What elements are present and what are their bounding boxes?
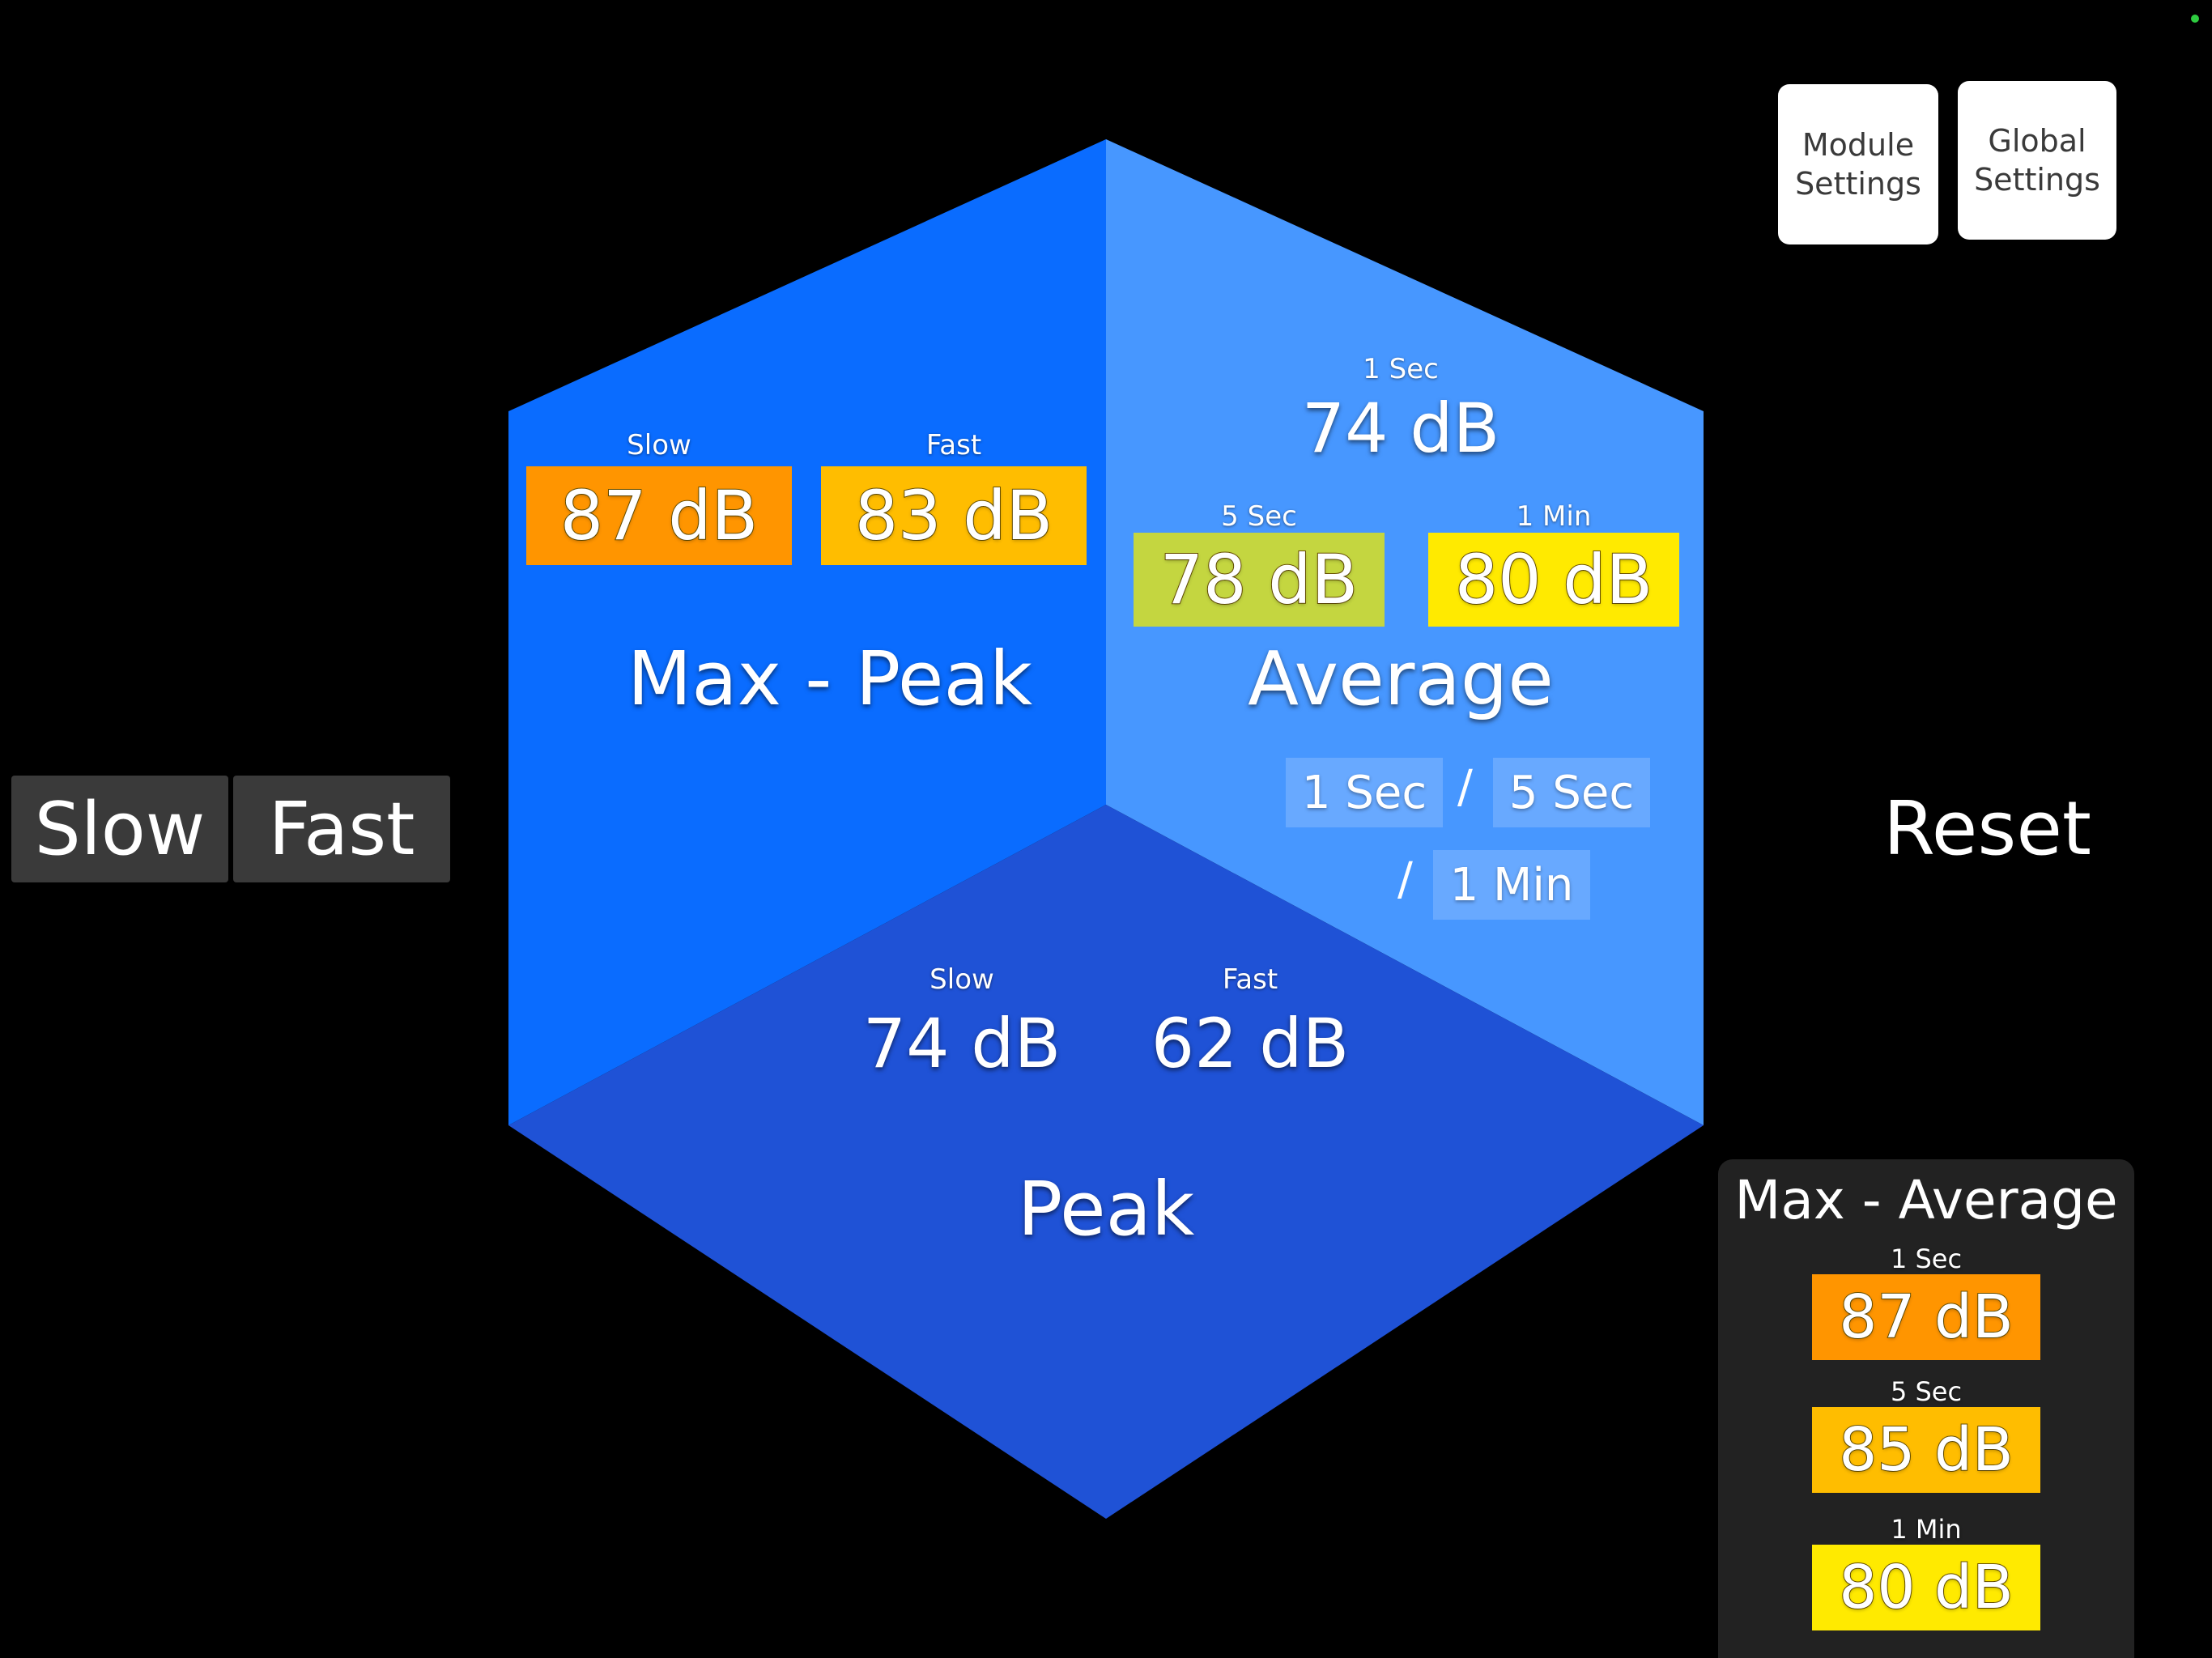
- average-toggle-1min[interactable]: 1 Min: [1433, 850, 1590, 920]
- max-peak-slow-meter: 87 dB: [526, 466, 792, 565]
- max-peak-title: Max - Peak: [627, 636, 1033, 722]
- peak-slow-label: Slow: [929, 963, 994, 996]
- average-1sec-label: 1 Sec: [1363, 353, 1439, 385]
- max-average-1min-label: 1 Min: [1891, 1514, 1962, 1545]
- module-settings-button[interactable]: Module Settings: [1778, 84, 1938, 244]
- max-average-1min-meter: 80 dB: [1812, 1545, 2040, 1630]
- average-toggle-separator: /: [1397, 853, 1413, 906]
- reset-button[interactable]: Reset: [1883, 785, 2091, 872]
- average-face: [1106, 139, 1704, 1125]
- max-average-1sec-meter: 87 dB: [1812, 1274, 2040, 1360]
- peak-fast-value: 62 dB: [1151, 1004, 1350, 1083]
- average-5sec-meter: 78 dB: [1134, 533, 1385, 627]
- average-1min-meter: 80 dB: [1428, 533, 1679, 627]
- peak-slow-value: 74 dB: [862, 1004, 1061, 1083]
- max-peak-face: [508, 139, 1106, 1125]
- average-1min-label: 1 Min: [1516, 500, 1592, 533]
- global-settings-button[interactable]: Global Settings: [1958, 81, 2116, 240]
- module-settings-label: Module Settings: [1795, 127, 1921, 202]
- slow-mode-button[interactable]: Slow: [11, 776, 228, 882]
- average-title: Average: [1248, 636, 1554, 722]
- status-indicator: [2191, 15, 2199, 23]
- average-1sec-value: 74 dB: [1301, 389, 1500, 468]
- average-5sec-label: 5 Sec: [1221, 500, 1297, 533]
- global-settings-label: Global Settings: [1974, 123, 2100, 198]
- average-toggle-separator: /: [1457, 761, 1473, 814]
- peak-fast-label: Fast: [1222, 963, 1278, 996]
- max-average-5sec-meter: 85 dB: [1812, 1407, 2040, 1493]
- max-peak-fast-meter: 83 dB: [821, 466, 1087, 565]
- max-peak-fast-label: Fast: [925, 429, 982, 461]
- max-average-1sec-label: 1 Sec: [1890, 1244, 1963, 1274]
- average-toggle-1sec[interactable]: 1 Sec: [1286, 758, 1443, 827]
- fast-mode-button[interactable]: Fast: [233, 776, 450, 882]
- average-toggle-5sec[interactable]: 5 Sec: [1493, 758, 1650, 827]
- peak-title: Peak: [1017, 1166, 1195, 1252]
- max-peak-slow-label: Slow: [627, 429, 691, 461]
- max-average-5sec-label: 5 Sec: [1890, 1376, 1963, 1407]
- max-average-title: Max - Average: [1734, 1169, 2118, 1231]
- peak-face: [508, 805, 1704, 1519]
